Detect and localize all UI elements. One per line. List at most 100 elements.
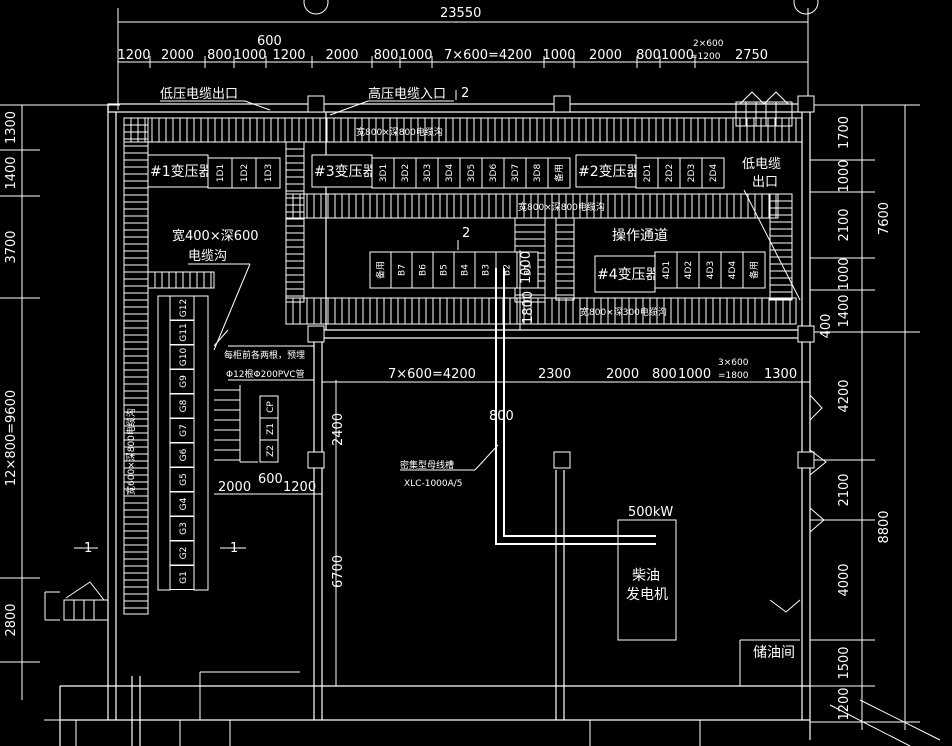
column xyxy=(797,95,815,113)
leader-lines xyxy=(160,100,801,351)
cabinet-label: 3D8 xyxy=(533,164,543,183)
cable-trench-vert-a xyxy=(285,141,305,303)
cable-trench-vert-c xyxy=(769,193,793,301)
cabinet-label: 2D4 xyxy=(709,164,719,183)
left-dim-texts: 1300 1400 3700 12×800=9600 2800 xyxy=(4,111,19,637)
column xyxy=(553,95,571,113)
cabinet-label: 2D2 xyxy=(665,164,675,182)
dim-800: 800 xyxy=(489,409,514,424)
busway-label-1: 密集型母线槽 xyxy=(400,459,454,471)
row2-dim-2300: 2300 xyxy=(538,367,571,382)
row2-dim-1300: 1300 xyxy=(764,367,797,382)
top-dim: 1200 xyxy=(117,48,150,63)
cabinet-label: G12 xyxy=(179,299,189,317)
cabinet-label: 3D3 xyxy=(423,164,433,182)
axis-bubble xyxy=(793,0,819,15)
section-markers xyxy=(74,90,459,549)
lv-cable-outlet-label: 低压电缆出口 xyxy=(160,86,238,102)
top-dim: 800 xyxy=(207,48,232,63)
cabinet xyxy=(169,344,195,370)
cabinet-label: B5 xyxy=(440,264,450,276)
pvc-duct-lines xyxy=(213,329,314,463)
interior-dim-lines xyxy=(214,250,810,686)
right-dim: 2100 xyxy=(837,208,852,241)
right-dim-total: 7600 xyxy=(877,202,892,235)
cabinet-label: G4 xyxy=(179,497,189,510)
generator-power: 500kW xyxy=(628,505,673,520)
trench-low-label: 宽800×深300电缆沟 xyxy=(580,306,667,318)
top-dim: 2000 xyxy=(589,48,622,63)
column xyxy=(797,451,815,469)
busway-label-2: XLC-1000A/5 xyxy=(404,479,463,489)
left-dimension-lines xyxy=(0,104,120,700)
right-dim: 1000 xyxy=(837,257,852,290)
door-swings xyxy=(769,394,827,613)
cabinet-label: Z2 xyxy=(266,445,276,457)
cabinet-label: 备用 xyxy=(553,164,565,182)
top-dim: 2000 xyxy=(161,48,194,63)
right-dimension-lines xyxy=(810,104,920,730)
row2-dim-4200: 7×600=4200 xyxy=(388,367,476,382)
top-dim: 1000 xyxy=(661,48,694,63)
cabinet xyxy=(255,157,281,189)
cabinet-label: 3D5 xyxy=(467,164,477,182)
cabinet xyxy=(742,251,766,289)
cabinet-label: 1D2 xyxy=(240,164,250,182)
cabinet-label: G11 xyxy=(179,323,189,341)
left-dim: 1300 xyxy=(4,111,19,144)
row2-dim-800: 800 xyxy=(652,367,677,382)
cabinet-label: 3D1 xyxy=(379,164,389,182)
column xyxy=(553,451,571,469)
cabinet-label: 1D3 xyxy=(264,164,274,182)
cabinet-label: 2D1 xyxy=(643,164,653,182)
total-width-dim: 23550 xyxy=(440,6,481,21)
left-dim: 3700 xyxy=(4,230,19,263)
cabinet-label: 4D1 xyxy=(662,261,672,279)
right-dim: 1200 xyxy=(837,687,852,720)
generator-label-2: 发电机 xyxy=(626,587,668,603)
right-dim: 1400 xyxy=(837,294,852,327)
cabinet-label: 备用 xyxy=(375,261,387,279)
left-dim: 2800 xyxy=(4,603,19,636)
left-dim: 1400 xyxy=(4,156,19,189)
left-dim: 12×800=9600 xyxy=(4,390,19,486)
top-dim: 2000 xyxy=(325,48,358,63)
top-dim: 1200 xyxy=(272,48,305,63)
transformer-1-label: #1变压器 xyxy=(150,164,213,180)
cabinet xyxy=(547,157,571,189)
transformer-1 xyxy=(147,154,209,188)
cabinet-label: G7 xyxy=(179,424,189,437)
trench-400-label-2: 电缆沟 xyxy=(188,248,227,264)
section-1-right: 1 xyxy=(230,541,238,556)
cabinet-label: G2 xyxy=(179,547,189,560)
column xyxy=(307,325,325,343)
row2-dim-3x600: 3×600 xyxy=(718,358,749,368)
cabinet-label: Z1 xyxy=(266,423,276,435)
cabinet-label: 4D3 xyxy=(706,261,716,279)
right-dim: 2100 xyxy=(837,473,852,506)
cabinet-label: B1 xyxy=(524,264,534,276)
cabinet-label: 3D2 xyxy=(401,164,411,182)
dim-600-top: 600 xyxy=(257,34,282,49)
pvc-note-1: 每柜前各两根，预埋 xyxy=(224,349,305,361)
section-2-top: 2 xyxy=(461,86,469,101)
transformer-4 xyxy=(594,255,656,293)
cabinet-label: 4D4 xyxy=(728,261,738,280)
cable-trench-top xyxy=(123,117,803,143)
hv-cable-inlet-label: 高压电缆入口 xyxy=(368,86,446,102)
cable-trench-g-row xyxy=(147,271,215,289)
cable-trench-vert-b xyxy=(555,217,575,301)
right-dim: 400 xyxy=(819,314,834,339)
cable-trench-left xyxy=(123,117,149,615)
cabinet-label: G5 xyxy=(179,473,189,486)
top-dim: 2750 xyxy=(735,48,768,63)
dim-2x600: 2×600 xyxy=(693,39,724,49)
top-dimension-lines xyxy=(117,8,809,110)
top-dim: 1000 xyxy=(542,48,575,63)
dim-2400: 2400 xyxy=(331,413,346,446)
